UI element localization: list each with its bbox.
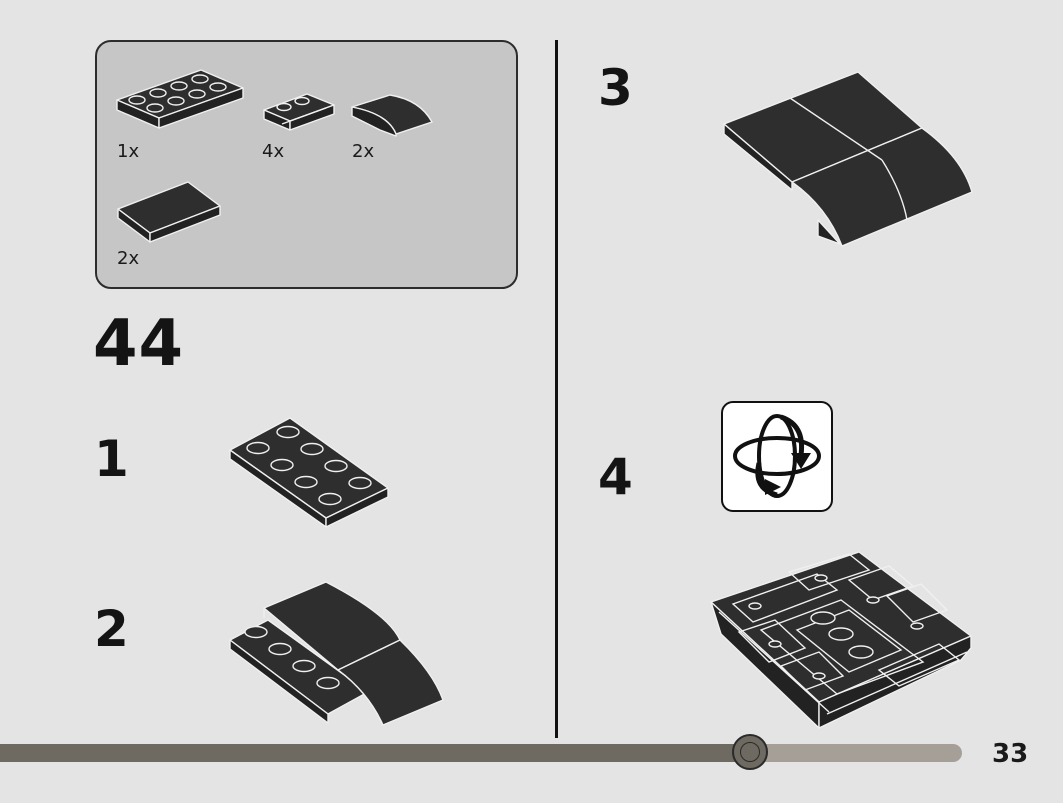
substep-number: 3 — [598, 59, 633, 117]
part-qty: 1x — [117, 141, 140, 162]
substep-number: 4 — [598, 448, 633, 506]
part-qty: 4x — [262, 141, 285, 162]
main-step-number: 44 — [93, 307, 185, 381]
step-4-underside-illustration — [710, 551, 972, 729]
plate-2x4-icon — [116, 69, 244, 129]
tile-2x4-icon — [117, 181, 221, 243]
part-qty: 2x — [117, 248, 140, 269]
curved-slope-icon — [351, 94, 433, 137]
progress-fill — [0, 744, 750, 762]
part-qty: 2x — [352, 141, 375, 162]
progress-bar — [0, 734, 962, 770]
page-number: 33 — [992, 739, 1029, 769]
step-3-tiles-illustration — [723, 71, 973, 247]
column-divider — [555, 40, 558, 738]
plate-1x2-rail-icon — [263, 93, 335, 131]
rotate-model-callout — [721, 401, 833, 512]
progress-knob — [732, 734, 768, 770]
substep-number: 1 — [94, 430, 129, 488]
parts-callout — [95, 40, 518, 289]
substep-number: 2 — [94, 600, 129, 658]
step-2-slope-illustration — [229, 581, 444, 726]
rotate-model-icon — [733, 414, 821, 498]
step-1-plate-illustration — [229, 417, 389, 528]
